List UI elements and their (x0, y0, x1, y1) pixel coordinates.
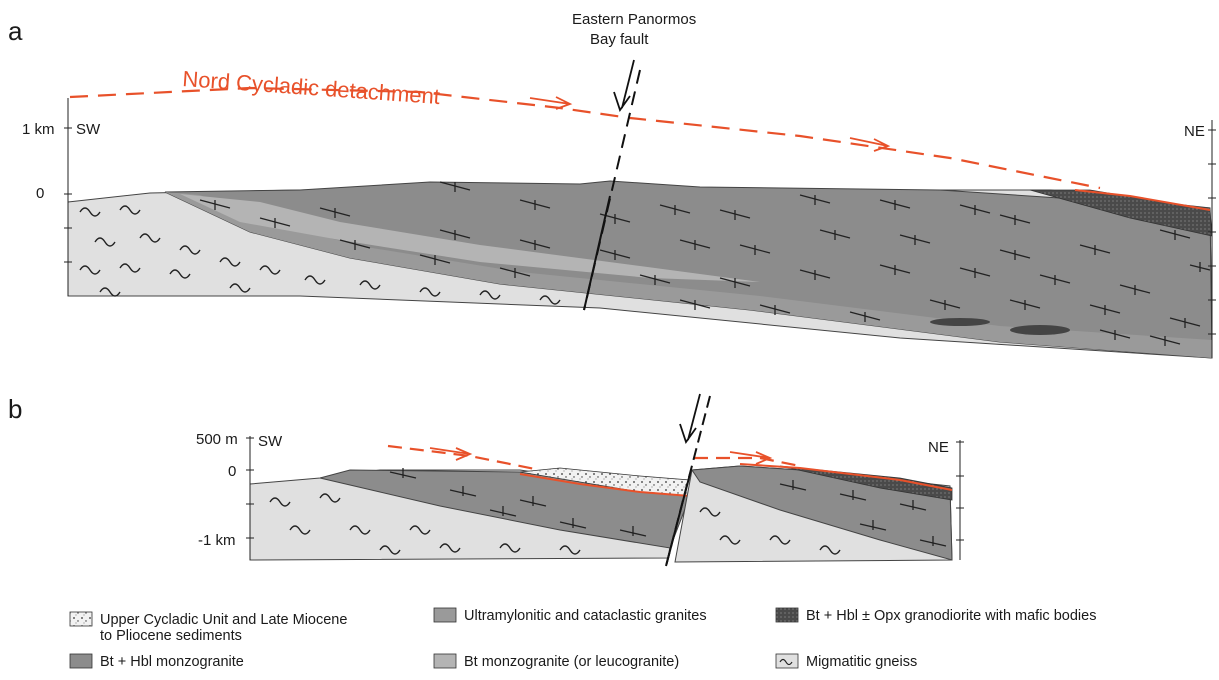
ultramylonite-layer (165, 192, 1212, 358)
detachment-arrow (849, 137, 891, 152)
mafic-body (930, 318, 990, 326)
legend-ultramylonitic: Ultramylonitic and cataclastic granites (464, 608, 707, 624)
scale-zero-label-b: 0 (228, 463, 236, 480)
ne-label-b: NE (928, 439, 949, 456)
detachment-line-b-east (694, 456, 801, 468)
legend-item-ultramylonitic: Ultramylonitic and cataclastic granites (433, 607, 707, 624)
sw-label-b: SW (258, 433, 283, 450)
nord-cycladic-detachment-line (69, 86, 1101, 190)
detachment-contact-b-west (519, 473, 691, 497)
fault-b-solid (665, 473, 691, 567)
scale-500m-label: 500 m (196, 431, 238, 448)
sw-label: SW (76, 121, 101, 138)
scale-bar-a (64, 98, 1216, 358)
legend-item-granodiorite: Bt + Hbl ± Opx granodiorite with mafic b… (775, 607, 1096, 624)
panel-a: a (8, 11, 1216, 359)
gneiss-symbols-b (269, 493, 841, 555)
scale-1km-label: 1 km (22, 121, 55, 138)
scale-minus1km-label: -1 km (198, 532, 236, 549)
detachment-label: Nord Cycladic detachment (182, 66, 441, 109)
ne-label: NE (1184, 123, 1205, 140)
scale-bar-b (246, 436, 964, 560)
mafic-body (1010, 325, 1070, 335)
fault-motion-arrow-b (679, 393, 701, 444)
leucogranite-layer (180, 194, 760, 282)
legend-item-bt-monzogranite: Bt monzogranite (or leucogranite) (433, 653, 679, 670)
foliation-symbols-b (389, 468, 947, 547)
detachment-line-b-west (387, 444, 541, 472)
legend-item-migmatitic-gneiss: Migmatitic gneiss (775, 653, 917, 670)
monzogranite-layer-b-west (319, 469, 691, 549)
legend-item-bt-hbl-monzogranite: Bt + Hbl monzogranite (69, 653, 244, 670)
panel-b: b (8, 393, 964, 567)
granodiorite-wedge-b (779, 465, 953, 501)
legend-granodiorite: Bt + Hbl ± Opx granodiorite with mafic b… (806, 608, 1096, 624)
fault-label-line2: Bay fault (590, 31, 649, 48)
panel-a-letter: a (8, 16, 23, 46)
legend-migmatitic-gneiss: Migmatitic gneiss (806, 654, 917, 670)
detachment-contact-b-east (739, 463, 953, 491)
fault-label-line1: Eastern Panormos (572, 11, 696, 28)
legend-upper-cycladic-line1: Upper Cycladic Unit and Late Miocene (100, 612, 347, 628)
legend-item-upper-cycladic: Upper Cycladic Unit and Late Miocene to … (69, 611, 347, 644)
legend-upper-cycladic-line2: to Pliocene sediments (100, 628, 242, 644)
scale-zero-label: 0 (36, 185, 44, 202)
legend-bt-monzogranite: Bt monzogranite (or leucogranite) (464, 654, 679, 670)
legend: Upper Cycladic Unit and Late Miocene to … (69, 607, 1096, 670)
detachment-arrow-b (429, 447, 473, 461)
panel-a-geology (67, 180, 1213, 359)
panel-b-letter: b (8, 394, 22, 424)
legend-bt-hbl-monzogranite: Bt + Hbl monzogranite (100, 654, 244, 670)
detachment-arrow (529, 96, 573, 110)
detachment-arrow-b (729, 451, 773, 465)
panormos-fault-solid (583, 195, 611, 311)
detachment-contact-a (1074, 189, 1211, 211)
gneiss-symbols (79, 205, 561, 305)
fault-motion-arrow (613, 59, 635, 112)
